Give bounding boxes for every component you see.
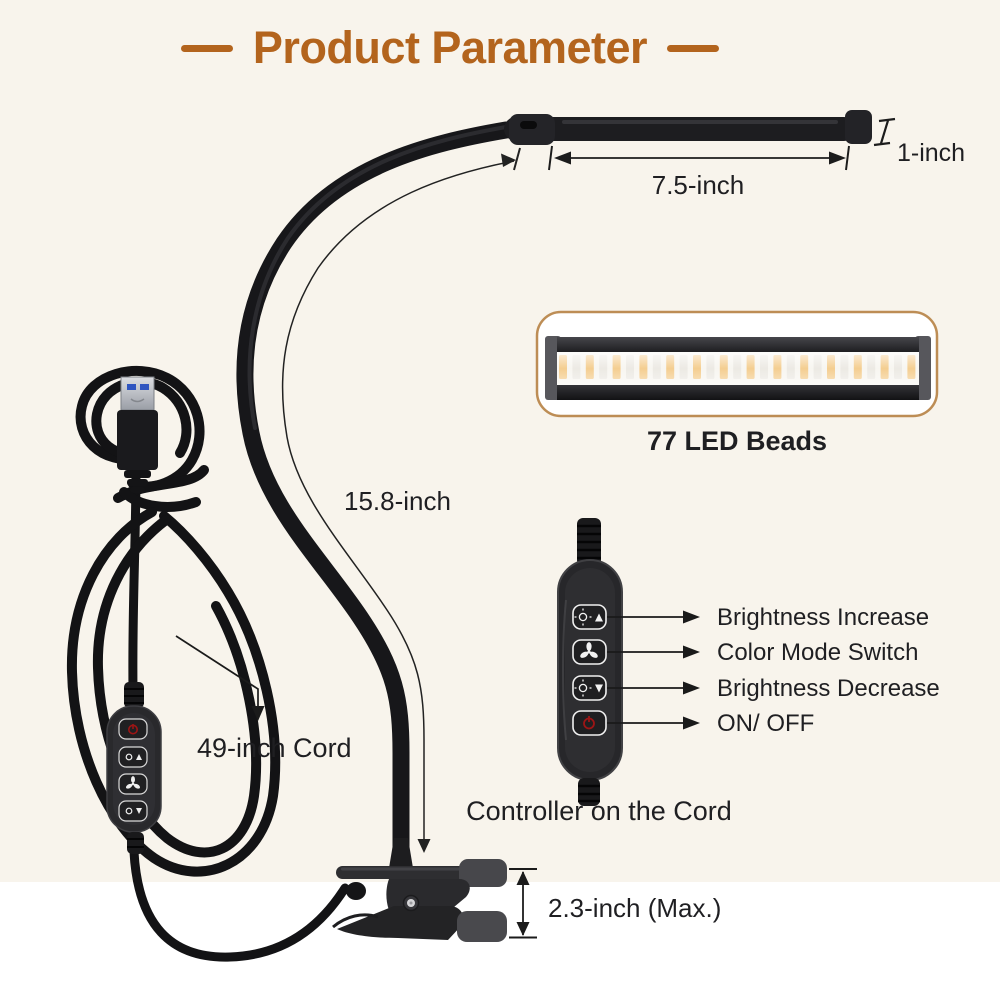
led-beads-caption: 77 LED Beads <box>646 426 828 456</box>
lamp-head <box>504 110 872 145</box>
color-mode-icon <box>118 773 148 795</box>
button-label-color-mode: Color Mode Switch <box>717 639 919 666</box>
button-label-power: ON/ OFF <box>717 710 815 737</box>
page-title-text: Product Parameter <box>252 22 648 73</box>
button-label-arrows <box>607 610 700 730</box>
dimension-label-head-length: 7.5-inch <box>651 170 745 200</box>
brightness-decrease-icon <box>572 675 607 701</box>
dimension-label-head-thickness: 1-inch <box>897 139 966 167</box>
dimension-head-thickness <box>873 117 896 147</box>
cable-coil <box>66 365 350 962</box>
brightness-increase-icon <box>118 746 148 768</box>
dimension-label-gooseneck-length: 15.8-inch <box>344 486 451 516</box>
controller-remote <box>557 518 623 806</box>
dimension-clamp-opening <box>509 868 537 939</box>
led-panel <box>535 310 939 418</box>
button-label-brightness-increase: Brightness Increase <box>717 604 930 631</box>
power-icon <box>572 710 607 736</box>
controller-caption: Controller on the Cord <box>466 796 732 826</box>
title-dash-right <box>667 44 720 52</box>
dimension-head-length <box>548 145 850 171</box>
gooseneck-arm <box>236 121 515 859</box>
dimension-label-cord-length: 49-inch Cord <box>197 733 352 763</box>
usb-plug <box>117 376 158 493</box>
page-title: Product Parameter <box>0 22 900 74</box>
dimension-label-clamp-opening: 2.3-inch (Max.) <box>548 893 722 923</box>
brightness-increase-icon <box>572 604 607 630</box>
clip-clamp <box>332 838 507 942</box>
dimension-gooseneck-length <box>281 147 521 853</box>
power-icon <box>118 718 148 740</box>
inline-controller-left <box>106 682 162 854</box>
title-dash-left <box>180 44 233 52</box>
button-label-brightness-decrease: Brightness Decrease <box>717 675 940 702</box>
pointer-cord-length <box>175 635 265 721</box>
brightness-decrease-icon <box>118 800 148 822</box>
color-mode-icon <box>572 639 607 665</box>
